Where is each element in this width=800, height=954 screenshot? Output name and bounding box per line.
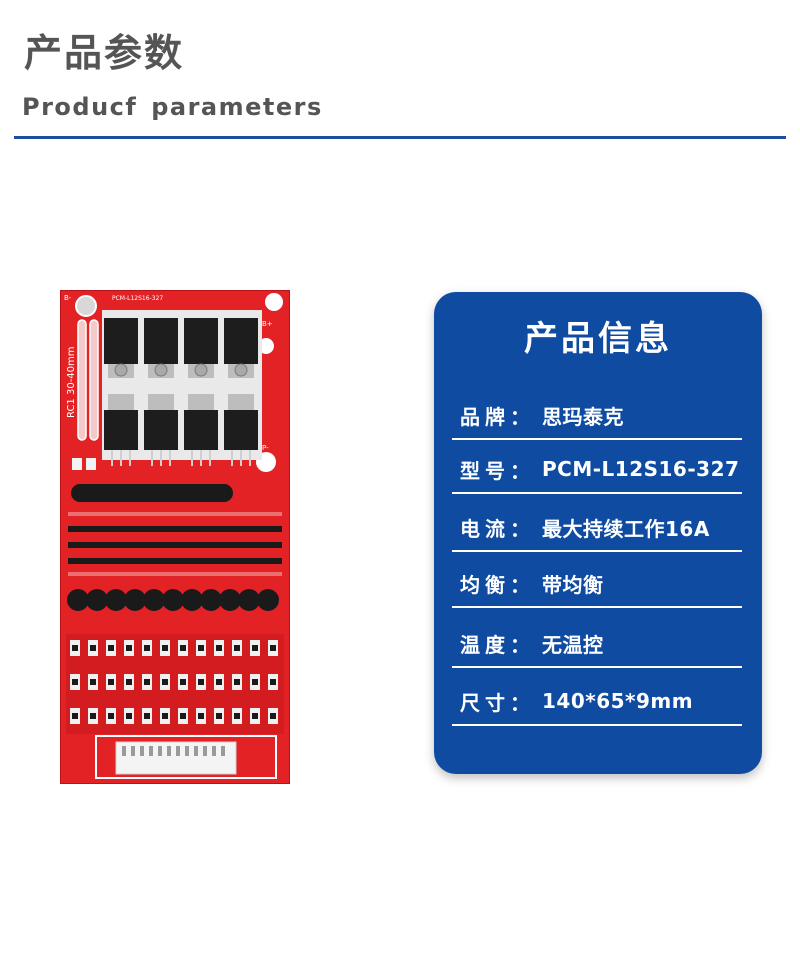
info-row-size: 尺寸： 140*65*9mm bbox=[452, 678, 742, 726]
page-title: 产品参数 bbox=[24, 31, 185, 75]
terminal-pad-b-minus bbox=[75, 295, 97, 317]
info-label-char: 度 bbox=[485, 632, 505, 657]
info-label-char: 型 bbox=[460, 458, 480, 483]
led-2 bbox=[86, 458, 96, 470]
info-label-char: 衡 bbox=[485, 572, 505, 597]
mosfet-top-row bbox=[104, 318, 258, 378]
info-row-brand: 品牌： 思玛泰克 bbox=[452, 392, 742, 440]
info-label-colon: ： bbox=[510, 690, 530, 715]
led-1 bbox=[72, 458, 82, 470]
connector-outline bbox=[95, 735, 277, 779]
terminal-b-plus-label: B+ bbox=[262, 320, 273, 328]
info-label-char: 牌 bbox=[485, 404, 505, 429]
copper-rail-right bbox=[89, 319, 99, 441]
product-image-bms-board: PCM-L12S16-327 RC1 30-40mm B- B+ P+ P- bbox=[60, 290, 290, 784]
header-divider bbox=[14, 136, 786, 139]
info-label-colon: ： bbox=[510, 404, 530, 429]
silk-model-text: PCM-L12S16-327 bbox=[112, 295, 163, 302]
info-row-model: 型号： PCM-L12S16-327 bbox=[452, 446, 742, 494]
product-info-title: 产品信息 bbox=[524, 319, 672, 359]
terminal-p-minus-label: P- bbox=[262, 444, 269, 452]
connector-pins bbox=[122, 746, 225, 756]
balancing-resistor-blobs bbox=[67, 589, 279, 611]
info-row-balance: 均衡： 带均衡 bbox=[452, 560, 742, 608]
info-value-balance: 带均衡 bbox=[542, 572, 604, 597]
info-label-colon: ： bbox=[510, 458, 530, 483]
info-label-char: 寸 bbox=[485, 690, 505, 715]
info-value-brand: 思玛泰克 bbox=[542, 404, 624, 429]
info-label-char: 尺 bbox=[460, 690, 480, 715]
terminal-b-minus-label: B- bbox=[64, 294, 72, 302]
info-label-colon: ： bbox=[510, 572, 530, 597]
info-label-char: 均 bbox=[460, 572, 480, 597]
info-row-temperature: 温度： 无温控 bbox=[452, 620, 742, 668]
pcb-illustration: PCM-L12S16-327 RC1 30-40mm B- B+ P+ P- bbox=[60, 290, 290, 784]
smd-component-rows bbox=[68, 512, 282, 576]
product-info-card: 产品信息 品牌： 思玛泰克 型号： PCM-L12S16-327 电流： 最大持… bbox=[434, 292, 762, 774]
info-label-char: 电 bbox=[460, 516, 480, 541]
info-label-char: 品 bbox=[460, 404, 480, 429]
info-value-temperature: 无温控 bbox=[542, 632, 604, 657]
info-label-char: 号 bbox=[485, 458, 505, 483]
copper-rail-left bbox=[77, 319, 87, 441]
info-value-model: PCM-L12S16-327 bbox=[542, 457, 740, 481]
resistor-grid bbox=[66, 634, 284, 734]
insulation-strip-upper bbox=[72, 484, 232, 502]
page-subtitle: Producf parameters bbox=[22, 93, 323, 121]
info-value-size: 140*65*9mm bbox=[542, 689, 694, 713]
mosfet-legs bbox=[111, 450, 251, 466]
mosfet-bottom-row bbox=[104, 394, 258, 450]
silk-rc-text: RC1 30-40mm bbox=[66, 346, 77, 418]
info-label-char: 流 bbox=[485, 516, 505, 541]
info-label-colon: ： bbox=[510, 516, 530, 541]
terminal-pad-top-right bbox=[265, 293, 283, 311]
info-label-char: 温 bbox=[460, 632, 480, 657]
info-row-current: 电流： 最大持续工作16A bbox=[452, 504, 742, 552]
info-value-current: 最大持续工作16A bbox=[542, 516, 710, 541]
info-label-colon: ： bbox=[510, 632, 530, 657]
